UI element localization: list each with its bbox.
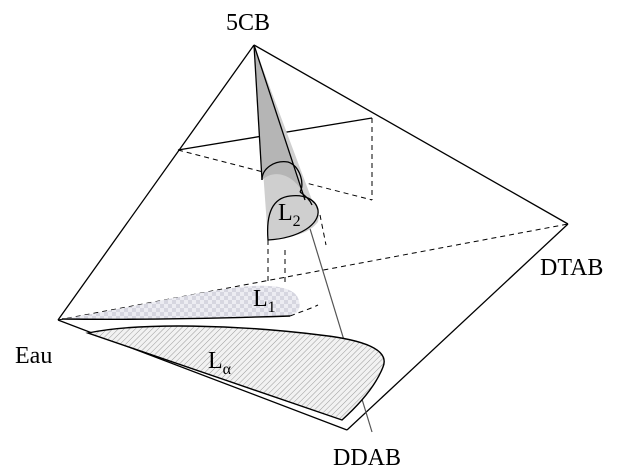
edge-ddab-dtab [347, 224, 568, 430]
vertex-label-eau: Eau [15, 343, 52, 369]
label-l1-name: L [253, 286, 268, 312]
label-l1-subscript: 1 [268, 299, 276, 316]
label-l-alpha-subscript: α [223, 361, 232, 378]
label-l-alpha-name: L [208, 348, 223, 374]
vertex-label-5cb: 5CB [226, 10, 270, 36]
vertex-label-dtab: DTAB [540, 255, 603, 281]
vertex-label-ddab: DDAB [333, 445, 401, 471]
label-l2-subscript: 2 [293, 213, 301, 230]
edge-5cb-eau [58, 45, 254, 320]
label-l2-name: L [278, 200, 293, 226]
region-l-alpha [88, 326, 384, 420]
